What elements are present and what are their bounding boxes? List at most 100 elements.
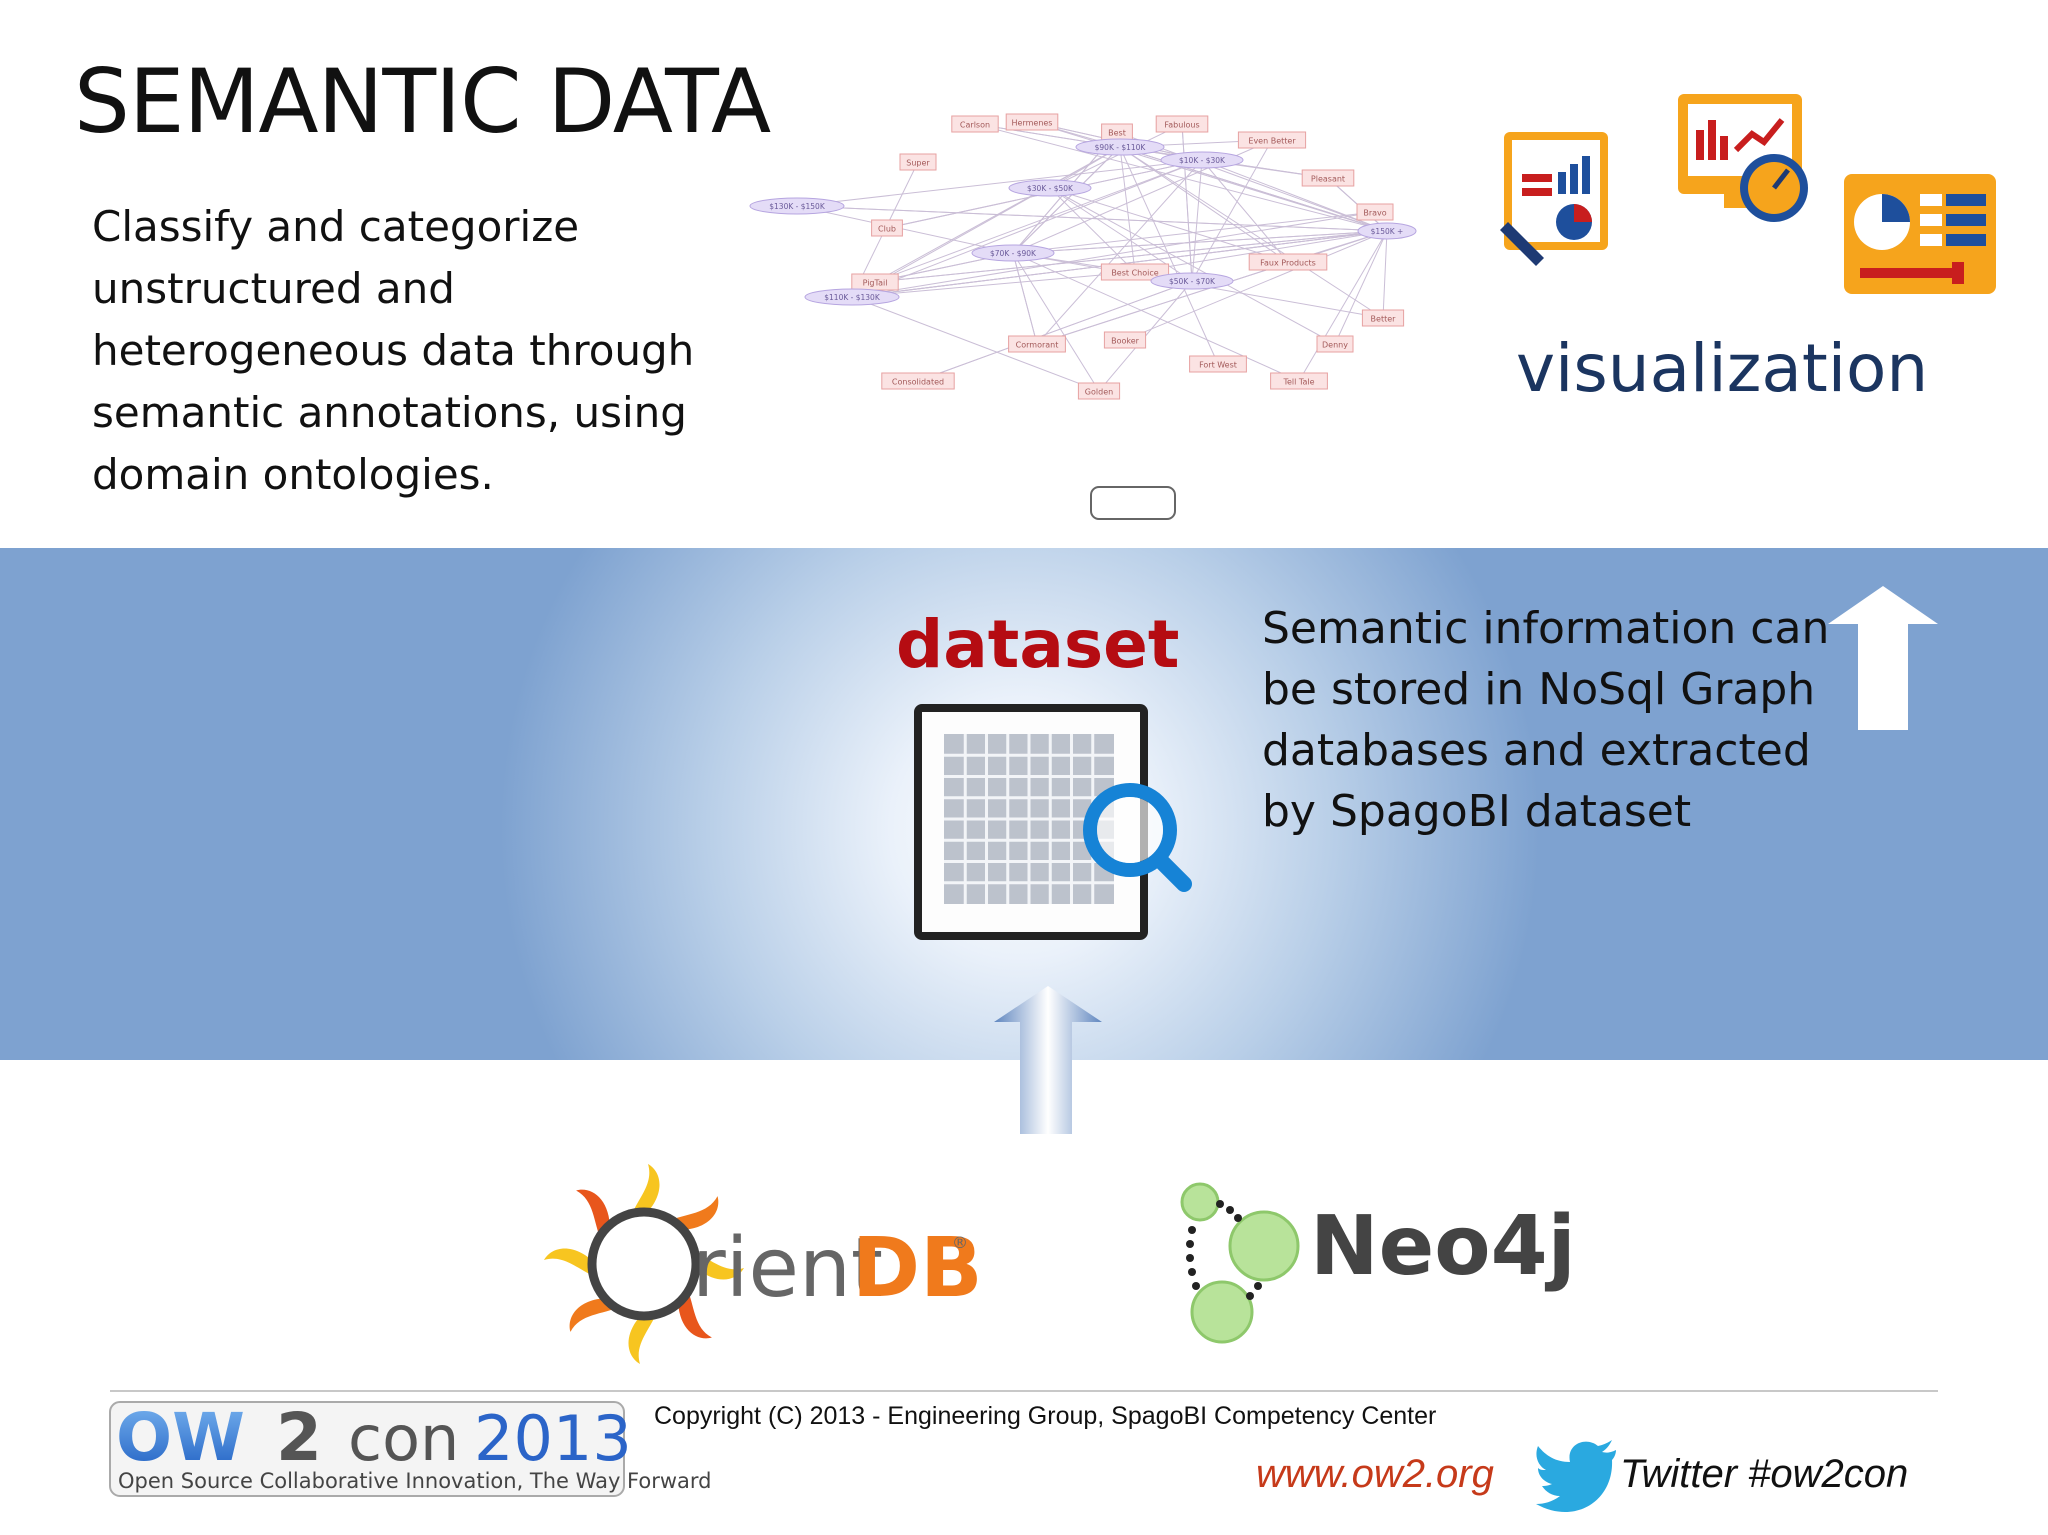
graph-edge bbox=[1191, 139, 1273, 282]
graph-edge bbox=[1012, 146, 1121, 254]
neo4j-logo: Neo4j bbox=[1180, 1182, 1576, 1344]
orientdb-logo: rient DB ® bbox=[544, 1164, 983, 1364]
twitter-hashtag[interactable]: Twitter #ow2con bbox=[1620, 1452, 1909, 1496]
graph-range-node: $150K + bbox=[1357, 222, 1417, 240]
graph-edge bbox=[1181, 123, 1193, 282]
semantic-line: be stored in NoSql Graph bbox=[1262, 664, 1816, 715]
graph-node-label: Booker bbox=[1111, 337, 1140, 346]
graph-edge bbox=[1298, 230, 1388, 382]
graph-edge bbox=[1012, 252, 1038, 345]
graph-edge bbox=[851, 296, 1100, 392]
graph-range-label: $90K - $110K bbox=[1095, 143, 1147, 152]
graph-edge bbox=[796, 205, 1014, 254]
semantic-line: by SpagoBI dataset bbox=[1262, 786, 1692, 837]
intro-line: unstructured and bbox=[92, 264, 455, 313]
graph-edge bbox=[1119, 146, 1219, 365]
graph-range-label: $50K - $70K bbox=[1169, 277, 1216, 286]
graph-node-label: Better bbox=[1371, 315, 1397, 324]
graph-edge bbox=[1201, 159, 1289, 263]
intro-line: domain ontologies. bbox=[92, 450, 494, 499]
ow2con-two-text: 2 bbox=[276, 1399, 322, 1476]
graph-node: Best Choice bbox=[1100, 263, 1170, 281]
neo4j-wordmark: Neo4j bbox=[1310, 1199, 1576, 1294]
graph-node: Consolidated bbox=[881, 372, 955, 390]
graph-edge bbox=[796, 205, 1388, 232]
graph-range-node: $70K - $90K bbox=[971, 244, 1055, 262]
page-title: SEMANTIC DATA bbox=[74, 50, 771, 153]
ow2con-ow-text: OW bbox=[116, 1399, 245, 1476]
graph-node-label: Best Choice bbox=[1111, 269, 1158, 278]
graph-node-label: Club bbox=[878, 225, 896, 234]
dashboard-panel-icon bbox=[1844, 174, 1996, 294]
graph-range-node: $10K - $30K bbox=[1160, 151, 1244, 169]
graph-node-label: Fabulous bbox=[1164, 121, 1199, 130]
graph-range-label: $150K + bbox=[1371, 227, 1404, 236]
semantic-line: Semantic information can bbox=[1262, 603, 1830, 654]
graph-node-label: Consolidated bbox=[892, 378, 944, 387]
graph-node: Booker bbox=[1103, 331, 1147, 349]
footer-divider bbox=[110, 1390, 1938, 1392]
graph-node: Cormorant bbox=[1008, 335, 1066, 353]
graph-edge bbox=[874, 159, 1203, 283]
graph-edge bbox=[1049, 187, 1289, 263]
graph-edge bbox=[1012, 252, 1300, 382]
semantic-line: databases and extracted bbox=[1262, 725, 1811, 776]
graph-node: Bravo bbox=[1356, 203, 1394, 221]
graph-node: Denny bbox=[1316, 335, 1354, 353]
copyright-text: Copyright (C) 2013 - Engineering Group, … bbox=[654, 1402, 1437, 1430]
ow2con-tagline: Open Source Collaborative Innovation, Th… bbox=[118, 1469, 712, 1493]
graph-edge bbox=[851, 146, 1121, 298]
graph-node: Fabulous bbox=[1155, 115, 1209, 133]
dashboard-gauge-icon bbox=[1678, 94, 1808, 222]
semantic-storage-paragraph: Semantic information can be stored in No… bbox=[1262, 598, 1830, 842]
graph-edge bbox=[1119, 146, 1136, 273]
graph-edge bbox=[851, 211, 1376, 298]
graph-node-label: Golden bbox=[1085, 388, 1113, 397]
orientdb-rest-text: rient bbox=[692, 1221, 883, 1316]
graph-edge bbox=[974, 123, 1388, 232]
graph-zoom-control[interactable] bbox=[1090, 486, 1176, 520]
graph-range-node: $30K - $50K bbox=[1008, 179, 1092, 197]
intro-line: Classify and categorize bbox=[92, 202, 580, 251]
graph-edge bbox=[851, 271, 1136, 298]
graph-node-label: Super bbox=[906, 159, 930, 168]
visualization-label: visualization bbox=[1516, 330, 1929, 407]
graph-edge bbox=[1012, 252, 1100, 392]
ow2-website-link[interactable]: www.ow2.org bbox=[1256, 1452, 1494, 1496]
graph-node-label: Carlson bbox=[960, 121, 990, 130]
intro-paragraph: Classify and categorize unstructured and… bbox=[92, 196, 732, 506]
graph-edge bbox=[1191, 159, 1203, 282]
graph-node: Club bbox=[871, 219, 903, 237]
ow2con-year-text: 2013 bbox=[474, 1402, 632, 1475]
graph-node: Faux Products bbox=[1248, 253, 1328, 271]
graph-node: Better bbox=[1361, 309, 1405, 327]
graph-node: Super bbox=[899, 153, 937, 171]
graph-edge bbox=[1334, 230, 1388, 345]
graph-node-label: PigTail bbox=[863, 279, 888, 288]
graph-node-label: Denny bbox=[1322, 341, 1348, 350]
graph-node: PigTail bbox=[851, 273, 899, 291]
graph-range-label: $110K - $130K bbox=[824, 293, 881, 302]
graph-edge bbox=[796, 159, 1203, 207]
graph-node-label: Hermenes bbox=[1012, 119, 1053, 128]
orientdb-db-text: DB bbox=[852, 1221, 983, 1316]
graph-range-node: $130K - $150K bbox=[749, 197, 845, 215]
dataset-table-search-icon bbox=[914, 704, 1192, 940]
graph-node: Best bbox=[1101, 123, 1133, 141]
graph-node-label: Tell Tale bbox=[1282, 378, 1314, 387]
ow2con-logo: OW 2 con 2013 Open Source Collaborative … bbox=[109, 1399, 712, 1497]
graph-edge bbox=[1134, 230, 1388, 273]
graph-edge bbox=[1124, 230, 1388, 341]
intro-line: heterogeneous data through bbox=[92, 326, 695, 375]
graph-edge bbox=[1012, 230, 1388, 254]
graph-node-label: Faux Products bbox=[1260, 259, 1316, 268]
report-pen-icon bbox=[1500, 132, 1608, 266]
graph-node-label: Best bbox=[1108, 129, 1126, 138]
graph-edge bbox=[1049, 187, 1336, 345]
intro-line: semantic annotations, using bbox=[92, 388, 687, 437]
ow2con-con-text: con bbox=[348, 1402, 459, 1475]
graph-range-node: $90K - $110K bbox=[1075, 138, 1165, 156]
graph-edge bbox=[1049, 123, 1183, 189]
graph-node: Golden bbox=[1077, 382, 1121, 400]
graph-node: Carlson bbox=[951, 115, 999, 133]
